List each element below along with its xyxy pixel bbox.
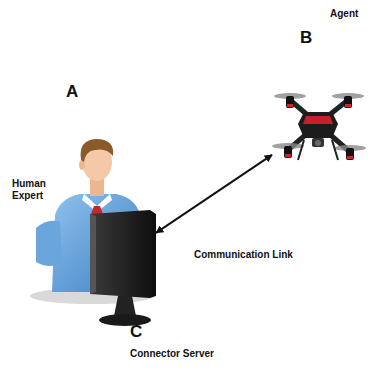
arm — [36, 221, 62, 266]
node-label: Human Expert — [12, 178, 56, 201]
person-node: AHuman Expert — [45, 140, 137, 290]
monitor-body — [90, 210, 156, 298]
motor-accent — [287, 104, 293, 107]
computer-monitor — [90, 210, 156, 326]
drone-body — [298, 112, 338, 138]
node-label: Connector Server — [130, 348, 214, 360]
motor — [344, 96, 352, 108]
monitor-stand — [114, 296, 136, 316]
drone-figure — [272, 93, 366, 160]
motor-accent — [285, 154, 291, 157]
callout-letter: A — [66, 82, 78, 102]
communication-link — [156, 155, 272, 233]
motor-accent — [347, 156, 353, 159]
callout-letter: B — [300, 28, 312, 48]
motor-accent — [345, 104, 351, 107]
node-label: Agent — [330, 8, 358, 20]
drone-accent — [303, 116, 333, 124]
edge-label: Communication Link — [192, 249, 295, 260]
landing-leg — [332, 140, 338, 160]
drone-camera — [312, 138, 324, 147]
monitor-base — [99, 314, 151, 326]
callout-letter: C — [130, 322, 142, 342]
monitor-edge — [90, 214, 96, 294]
server-node: CConnector Server — [90, 210, 156, 300]
motor — [286, 96, 294, 108]
camera-lens — [315, 140, 321, 146]
ear — [79, 160, 85, 170]
motor — [284, 146, 292, 158]
hair — [81, 139, 114, 162]
landing-leg — [298, 140, 304, 160]
motor — [346, 148, 354, 160]
drone-node: BAgent — [272, 86, 358, 166]
